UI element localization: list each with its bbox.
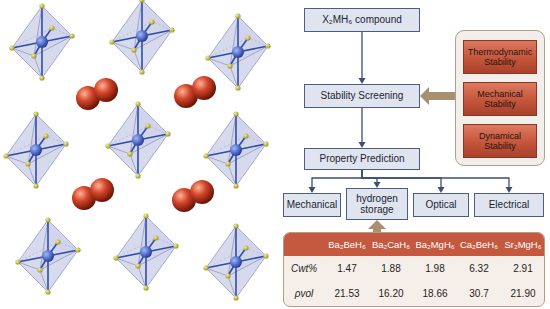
column-header: Ba₂BeH₆ <box>328 239 366 250</box>
node-label: hydrogen storage <box>350 193 404 216</box>
table-cell: Sr₂MgH₆ <box>501 232 545 256</box>
node-label: Thermodynamic Stability <box>466 47 534 68</box>
table-cell: Ba₂CaH₆ <box>369 232 413 256</box>
column-header: Ca₂BeH₆ <box>460 239 498 250</box>
table-cell: Ba₂MgH₆ <box>413 232 457 256</box>
node-label: Optical <box>425 199 456 211</box>
table-cell: Ca₂BeH₆ <box>457 232 501 256</box>
process-box: Stability Screening <box>304 84 420 108</box>
block-arrow <box>420 87 455 105</box>
process-box: X₂MH₆ compound <box>304 8 420 32</box>
row-header: ρvol <box>295 288 314 299</box>
column-header: Ba₂MgH₆ <box>415 239 454 250</box>
table-cell: Cwt% <box>283 256 325 281</box>
flow-arrow <box>359 32 366 84</box>
column-header: Sr₂MgH₆ <box>504 239 541 250</box>
process-box: Property Prediction <box>304 148 420 170</box>
criteria-box: Mechanical Stability <box>463 82 537 116</box>
node-label: Mechanical <box>287 199 338 211</box>
criteria-box: Thermodynamic Stability <box>463 40 537 74</box>
criteria-group: Thermodynamic StabilityMechanical Stabil… <box>455 30 545 166</box>
table-value: 18.66 <box>422 288 447 299</box>
table-cell: 30.7 <box>457 281 501 306</box>
flow-arrow <box>362 170 381 188</box>
table-cell: 21.53 <box>325 281 369 306</box>
table-value: 1.98 <box>425 263 444 274</box>
node-label: Mechanical Stability <box>466 89 534 110</box>
process-box: Mechanical <box>283 193 341 217</box>
column-header: Ba₂CaH₆ <box>372 239 410 250</box>
table-value: 1.47 <box>337 263 356 274</box>
table-value: 21.53 <box>334 288 359 299</box>
table-cell: 1.47 <box>325 256 369 281</box>
row-header: Cwt% <box>291 263 317 274</box>
process-box: Optical <box>413 193 469 217</box>
process-box: hydrogen storage <box>346 188 408 220</box>
table-cell: 1.88 <box>369 256 413 281</box>
table-cell: Ba₂BeH₆ <box>325 232 369 256</box>
flow-arrow <box>359 108 366 148</box>
node-label: Stability Screening <box>321 90 404 102</box>
table-cell: 21.90 <box>501 281 545 306</box>
table-cell: 2.91 <box>501 256 545 281</box>
table-value: 21.90 <box>510 288 535 299</box>
criteria-box: Dynamical Stability <box>463 124 537 158</box>
table-cell: 16.20 <box>369 281 413 306</box>
table-cell: 18.66 <box>413 281 457 306</box>
node-label: Electrical <box>489 199 530 211</box>
block-arrow <box>368 220 386 232</box>
table-cell: 1.98 <box>413 256 457 281</box>
table-value: 1.88 <box>381 263 400 274</box>
node-label: X₂MH₆ compound <box>322 14 402 26</box>
table-cell: ρvol <box>283 281 325 306</box>
process-box: Electrical <box>474 193 544 217</box>
table-value: 6.32 <box>469 263 488 274</box>
node-label: Dynamical Stability <box>466 131 534 152</box>
table-value: 16.20 <box>378 288 403 299</box>
node-label: Property Prediction <box>319 153 404 165</box>
table-value: 2.91 <box>513 263 532 274</box>
table-value: 30.7 <box>469 288 488 299</box>
table-cell: 6.32 <box>457 256 501 281</box>
